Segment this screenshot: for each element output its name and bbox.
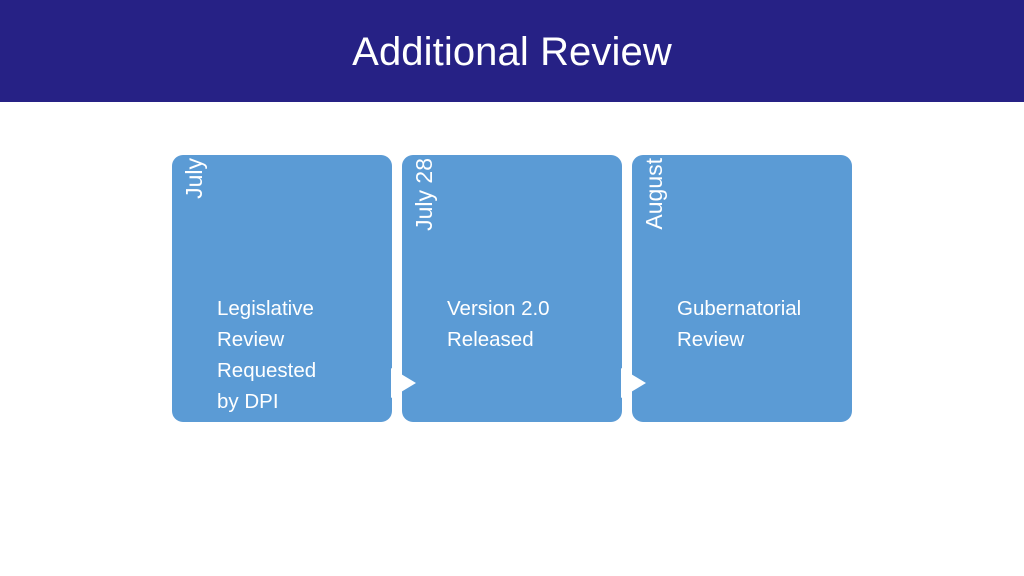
page-title: Additional Review — [352, 30, 672, 74]
process-step-3-body: Gubernatorial Review — [677, 297, 802, 351]
process-step-2-body: Version 2.0 Released — [447, 297, 550, 351]
triangle-right-icon — [621, 368, 648, 398]
process-step-2[interactable]: July 28 Version 2.0 Released — [402, 155, 622, 422]
process-step-1[interactable]: July Legislative Review Requested by DPI — [172, 155, 392, 422]
process-step-1-body: Legislative Review Requested by DPI — [217, 297, 317, 413]
triangle-right-glyph — [621, 368, 646, 398]
process-step-3[interactable]: August Gubernatorial Review — [632, 155, 852, 422]
process-step-1-date: July — [181, 158, 207, 199]
triangle-right-glyph — [391, 368, 416, 398]
slide-title-band: Additional Review — [0, 0, 1024, 102]
process-step-2-date: July 28 — [411, 158, 437, 231]
process-timeline: July Legislative Review Requested by DPI… — [172, 155, 852, 422]
process-step-3-date: August — [641, 158, 667, 230]
triangle-right-icon — [391, 368, 418, 398]
